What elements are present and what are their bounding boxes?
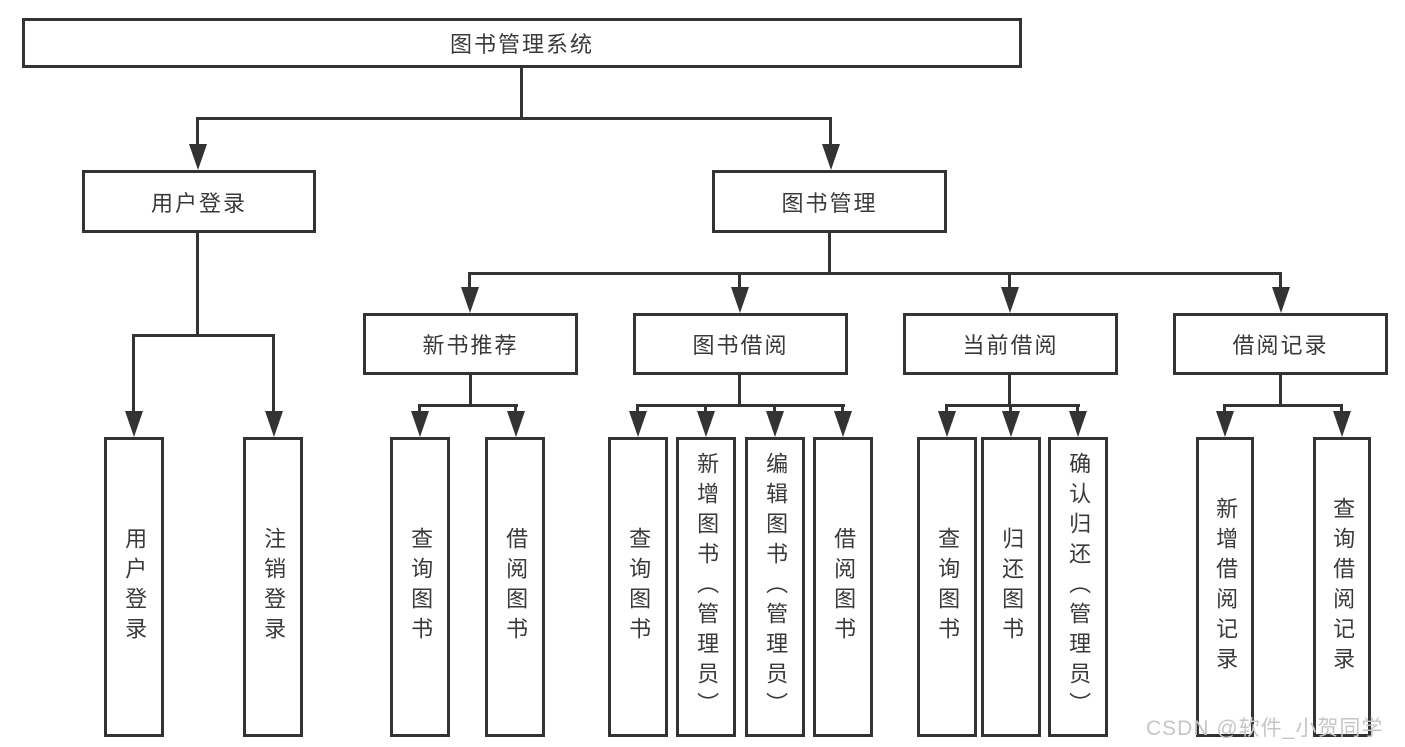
arrowhead-down-icon bbox=[125, 411, 143, 437]
leaf-user-login-label: 用户登录 bbox=[122, 527, 148, 647]
leaf-query-borrow-record-label: 查询借阅记录 bbox=[1330, 497, 1356, 677]
arrowhead-down-icon bbox=[1001, 287, 1019, 313]
connector-line bbox=[1009, 404, 1012, 413]
arrowhead-down-icon bbox=[265, 411, 283, 437]
connector-line bbox=[1008, 272, 1011, 289]
leaf-user-login: 用户登录 bbox=[104, 437, 164, 737]
node-new-book-recommend: 新书推荐 bbox=[363, 313, 578, 375]
connector-line bbox=[468, 272, 471, 289]
leaf-recommend-query-books: 查询图书 bbox=[390, 437, 450, 737]
connector-line bbox=[418, 404, 421, 413]
connector-line bbox=[469, 375, 472, 407]
leaf-return-books: 归还图书 bbox=[981, 437, 1041, 737]
node-current-borrowing: 当前借阅 bbox=[903, 313, 1118, 375]
node-library-system: 图书管理系统 bbox=[22, 18, 1022, 68]
leaf-add-borrow-record: 新增借阅记录 bbox=[1196, 437, 1254, 737]
leaf-confirm-return-admin-label: 确认归还（管理员） bbox=[1066, 452, 1092, 722]
node-borrow-records: 借阅记录 bbox=[1173, 313, 1388, 375]
leaf-query-borrow-record: 查询借阅记录 bbox=[1313, 437, 1371, 737]
leaf-current-query-books-label: 查询图书 bbox=[935, 527, 961, 647]
connector-line bbox=[418, 404, 518, 407]
node-book-management: 图书管理 bbox=[712, 170, 947, 233]
connector-line bbox=[636, 404, 639, 413]
node-book-borrowing: 图书借阅 bbox=[633, 313, 848, 375]
leaf-logout-label: 注销登录 bbox=[261, 527, 287, 647]
arrowhead-down-icon bbox=[189, 144, 207, 170]
connector-line bbox=[520, 68, 523, 120]
connector-line bbox=[829, 117, 832, 147]
leaf-logout: 注销登录 bbox=[243, 437, 303, 737]
connector-line bbox=[704, 404, 707, 413]
connector-line bbox=[828, 233, 831, 275]
connector-line bbox=[196, 117, 199, 147]
arrowhead-down-icon bbox=[731, 287, 749, 313]
node-user-login: 用户登录 bbox=[82, 170, 316, 233]
connector-line bbox=[1279, 272, 1282, 289]
connector-line bbox=[514, 404, 517, 413]
connector-line bbox=[272, 334, 275, 413]
arrowhead-down-icon bbox=[938, 411, 956, 437]
leaf-add-borrow-record-label: 新增借阅记录 bbox=[1213, 497, 1239, 677]
connector-line bbox=[1340, 404, 1343, 413]
arrowhead-down-icon bbox=[697, 411, 715, 437]
arrowhead-down-icon bbox=[507, 411, 525, 437]
arrowhead-down-icon bbox=[1002, 411, 1020, 437]
connector-line bbox=[1076, 404, 1079, 413]
leaf-recommend-borrow-books-label: 借阅图书 bbox=[503, 527, 529, 647]
connector-line bbox=[738, 272, 741, 289]
leaf-recommend-query-books-label: 查询图书 bbox=[408, 527, 434, 647]
leaf-borrow-books: 借阅图书 bbox=[813, 437, 873, 737]
connector-line bbox=[945, 404, 948, 413]
watermark: CSDN @软件_小贺同学 bbox=[1146, 717, 1384, 740]
leaf-add-book-admin: 新增图书（管理员） bbox=[676, 437, 736, 737]
arrowhead-down-icon bbox=[1333, 411, 1351, 437]
leaf-edit-book-admin-label: 编辑图书（管理员） bbox=[763, 452, 789, 722]
leaf-current-query-books: 查询图书 bbox=[917, 437, 977, 737]
arrowhead-down-icon bbox=[461, 287, 479, 313]
leaf-confirm-return-admin: 确认归还（管理员） bbox=[1048, 437, 1108, 737]
arrowhead-down-icon bbox=[1069, 411, 1087, 437]
connector-line bbox=[468, 272, 1282, 275]
leaf-edit-book-admin: 编辑图书（管理员） bbox=[745, 437, 805, 737]
arrowhead-down-icon bbox=[1272, 287, 1290, 313]
leaf-add-book-admin-label: 新增图书（管理员） bbox=[694, 452, 720, 722]
connector-line bbox=[841, 404, 844, 413]
leaf-borrow-query-books: 查询图书 bbox=[608, 437, 668, 737]
connector-line bbox=[1223, 404, 1226, 413]
arrowhead-down-icon bbox=[411, 411, 429, 437]
connector-line bbox=[132, 334, 135, 413]
connector-line bbox=[738, 375, 741, 407]
leaf-borrow-books-label: 借阅图书 bbox=[831, 527, 857, 647]
arrowhead-down-icon bbox=[629, 411, 647, 437]
leaf-borrow-query-books-label: 查询图书 bbox=[626, 527, 652, 647]
arrowhead-down-icon bbox=[1216, 411, 1234, 437]
connector-line bbox=[132, 334, 275, 337]
leaf-recommend-borrow-books: 借阅图书 bbox=[485, 437, 545, 737]
connector-line bbox=[636, 404, 845, 407]
leaf-return-books-label: 归还图书 bbox=[999, 527, 1025, 647]
arrowhead-down-icon bbox=[834, 411, 852, 437]
connector-line bbox=[196, 117, 832, 120]
connector-line bbox=[1279, 375, 1282, 407]
arrowhead-down-icon bbox=[822, 144, 840, 170]
connector-line bbox=[773, 404, 776, 413]
connector-line bbox=[1223, 404, 1343, 407]
connector-line bbox=[945, 404, 1080, 407]
connector-line bbox=[196, 233, 199, 337]
connector-line bbox=[1008, 375, 1011, 407]
arrowhead-down-icon bbox=[766, 411, 784, 437]
